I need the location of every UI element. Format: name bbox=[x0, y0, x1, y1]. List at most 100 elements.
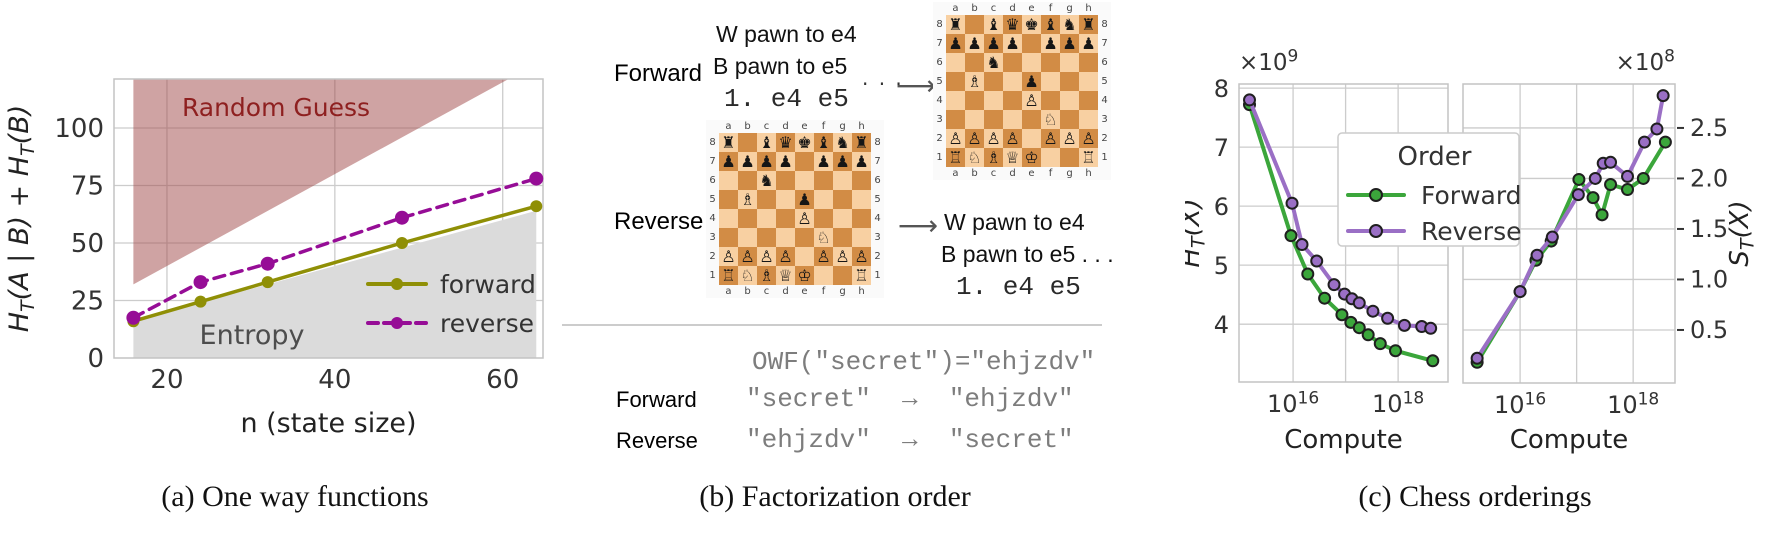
board-square bbox=[946, 53, 965, 72]
board-square bbox=[1041, 91, 1060, 110]
board-square bbox=[833, 209, 852, 228]
board-file-label: d bbox=[782, 286, 789, 297]
chess-piece: ♗ bbox=[757, 266, 776, 285]
board-rank-label: 2 bbox=[709, 251, 716, 262]
board-rank-label: 8 bbox=[874, 137, 881, 148]
board-square bbox=[984, 72, 1003, 91]
board-file-label: a bbox=[952, 168, 959, 179]
board-rank-label: 7 bbox=[709, 156, 716, 167]
reverse-label-bottom: Reverse bbox=[616, 428, 698, 453]
board-rank-label: 5 bbox=[1101, 76, 1108, 87]
board-rank-label: 6 bbox=[1101, 57, 1108, 68]
x-tick-label: 1018​ bbox=[1372, 388, 1424, 418]
chess-piece: ♙ bbox=[719, 247, 738, 266]
board-rank-label: 3 bbox=[1101, 114, 1108, 125]
x-axis-label: n (state size) bbox=[240, 408, 416, 439]
board-square bbox=[1041, 148, 1060, 167]
board-square bbox=[1003, 72, 1022, 91]
board-file-label: b bbox=[971, 3, 978, 14]
board-square bbox=[852, 171, 871, 190]
chess-piece: ♟ bbox=[719, 152, 738, 171]
board-rank-label: 1 bbox=[936, 152, 943, 163]
annotation-random-guess: Random Guess bbox=[182, 93, 370, 122]
board-rank-label: 4 bbox=[936, 95, 943, 106]
chess-piece: ♘ bbox=[1041, 110, 1060, 129]
chess-piece: ♖ bbox=[946, 148, 965, 167]
board-square bbox=[833, 228, 852, 247]
reverse-move-line-2: B pawn to e5 . . . bbox=[941, 241, 1114, 267]
board-square bbox=[965, 53, 984, 72]
forward-label-top: Forward bbox=[614, 60, 703, 87]
board-rank-label: 7 bbox=[874, 156, 881, 167]
chess-piece: ♙ bbox=[984, 129, 1003, 148]
chess-piece: ♙ bbox=[1079, 129, 1098, 148]
board-file-label bbox=[933, 2, 946, 15]
chess-piece: ♗ bbox=[984, 148, 1003, 167]
board-square bbox=[1022, 53, 1041, 72]
reverse-label-mid: Reverse bbox=[614, 208, 704, 235]
board-rank-label: 3 bbox=[874, 232, 881, 243]
x-axis-label: Compute bbox=[1510, 425, 1629, 455]
x-tick-label: 1016​ bbox=[1494, 389, 1546, 419]
board-rank-label: 6 bbox=[874, 175, 881, 186]
board-square bbox=[984, 110, 1003, 129]
board-file-label: f bbox=[821, 286, 826, 297]
board-file-label: c bbox=[763, 286, 770, 297]
board-file-label: f bbox=[1048, 3, 1053, 14]
svg-text:reverse: reverse bbox=[440, 309, 534, 338]
region-entropy bbox=[133, 210, 537, 358]
x-tick-label: 20 bbox=[150, 365, 183, 395]
board-file-label: g bbox=[1066, 168, 1073, 179]
board-square bbox=[1060, 110, 1079, 129]
board-file-label: a bbox=[725, 286, 732, 297]
board-square bbox=[1079, 53, 1098, 72]
y-tick-label: 2.5 bbox=[1690, 114, 1728, 142]
board-square bbox=[795, 171, 814, 190]
board-square bbox=[719, 228, 738, 247]
board-square bbox=[965, 91, 984, 110]
svg-text:forward: forward bbox=[440, 270, 536, 299]
board-rank-label: 2 bbox=[1101, 133, 1108, 144]
chess-piece: ♘ bbox=[814, 228, 833, 247]
board-file-label: c bbox=[763, 121, 770, 132]
board-file-label: h bbox=[1085, 3, 1092, 14]
y-tick-label: 0.5 bbox=[1690, 316, 1728, 344]
board-rank-label: 5 bbox=[936, 76, 943, 87]
chess-piece: ♟ bbox=[757, 152, 776, 171]
board-file-label bbox=[706, 285, 719, 298]
annotation-entropy: Entropy bbox=[200, 320, 305, 351]
forward-label-bottom: Forward bbox=[616, 387, 697, 412]
board-file-label bbox=[871, 120, 884, 133]
board-square bbox=[757, 190, 776, 209]
chess-piece: ♙ bbox=[833, 247, 852, 266]
chess-piece: ♙ bbox=[814, 247, 833, 266]
forward-move-line-1: W pawn to e4 bbox=[716, 21, 857, 47]
y-tick-label: 5 bbox=[1214, 252, 1229, 280]
board-rank-label: 1 bbox=[709, 270, 716, 281]
board-square bbox=[1060, 72, 1079, 91]
board-square bbox=[776, 171, 795, 190]
board-file-label: b bbox=[971, 168, 978, 179]
board-rank-label: 3 bbox=[709, 232, 716, 243]
x-tick-label: 1018​ bbox=[1607, 389, 1659, 419]
board-rank-label: 4 bbox=[874, 213, 881, 224]
y-tick-label: 1.5 bbox=[1690, 215, 1728, 243]
board-square bbox=[1003, 53, 1022, 72]
y-axis-label: ST​(X) bbox=[1725, 200, 1759, 266]
chess-piece: ♙ bbox=[1022, 91, 1041, 110]
board-square bbox=[795, 152, 814, 171]
y-tick-label: 2.0 bbox=[1690, 164, 1728, 192]
panel-b-divider bbox=[562, 324, 1102, 326]
reverse-san-line: 1. e4 e5 bbox=[956, 272, 1081, 302]
board-square bbox=[738, 171, 757, 190]
board-file-label: f bbox=[1048, 168, 1053, 179]
forward-san-line: 1. e4 e5 bbox=[724, 84, 849, 114]
chess-piece: ♙ bbox=[852, 247, 871, 266]
board-square bbox=[833, 171, 852, 190]
forward-move-line-2: B pawn to e5 bbox=[713, 53, 848, 79]
chess-piece: ♙ bbox=[795, 209, 814, 228]
series-reverse bbox=[1470, 89, 1670, 365]
board-file-label: f bbox=[821, 121, 826, 132]
